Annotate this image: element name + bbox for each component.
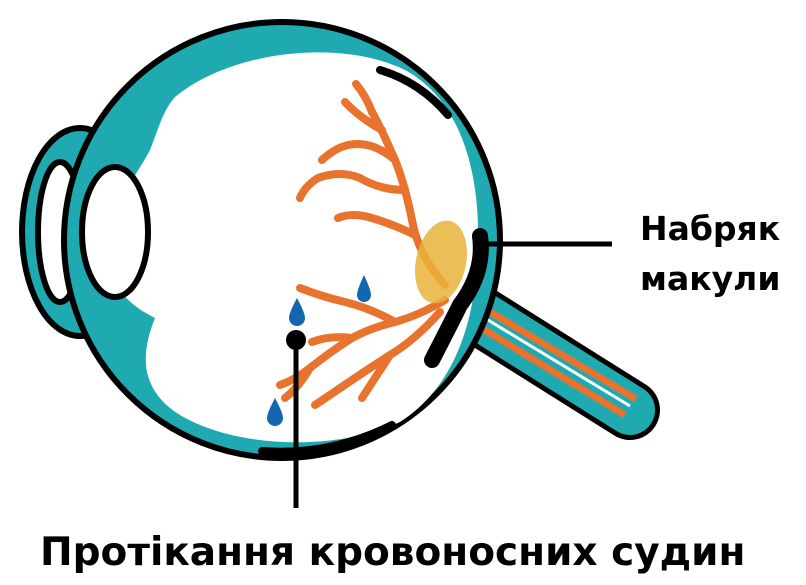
macular-edema-label-line1: Набряк <box>640 204 780 254</box>
vessel-lower-branch-2 <box>312 337 352 342</box>
vessel-leakage-label: Протікання кровоносних судин <box>40 528 745 578</box>
macular-edema-label: Набряк макули <box>640 204 780 304</box>
lens <box>82 167 148 297</box>
vessel-leakage-leader-dot <box>286 330 306 350</box>
macular-edema-label-line2: макули <box>640 254 780 304</box>
